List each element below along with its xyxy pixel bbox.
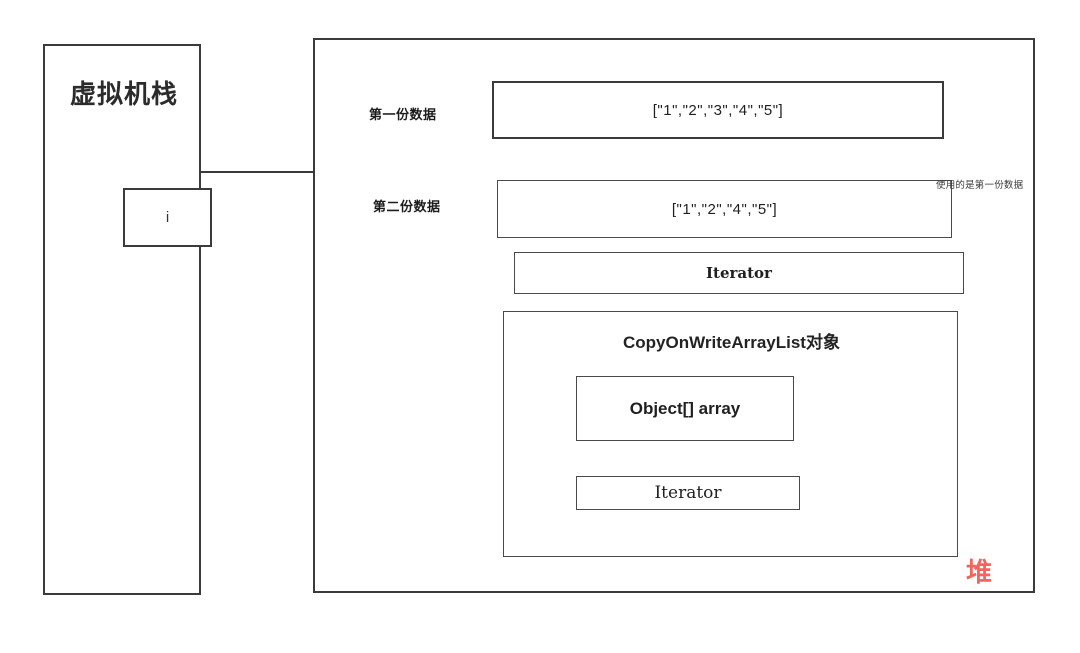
label-first-data: 第一份数据 — [369, 107, 437, 122]
object-array-field-label: Object[] array — [629, 398, 741, 418]
second-data-array-value: ["1","2","4","5"] — [671, 200, 778, 218]
second-data-array-box: ["1","2","4","5"] — [497, 180, 952, 238]
label-second-data: 第二份数据 — [373, 199, 441, 214]
copyonwritearraylist-object-title: CopyOnWriteArrayList对象 — [623, 333, 840, 352]
outer-iterator-label: Iterator — [706, 264, 772, 282]
outer-iterator-box: Iterator — [514, 252, 964, 294]
object-array-field-box: Object[] array — [576, 376, 794, 441]
stack-title: 虚拟机栈 — [69, 79, 178, 109]
inner-iterator-field-label: Iterator — [654, 483, 722, 503]
first-data-array-value: ["1","2","3","4","5"] — [652, 101, 784, 119]
virtual-machine-stack-region: 虚拟机栈 i — [43, 44, 212, 595]
heap-label: 堆 — [966, 557, 994, 587]
inner-iterator-field-box: Iterator — [576, 476, 800, 510]
annotation-uses-first-data: 使用的是第一份数据 — [936, 180, 1024, 191]
stack-variable-i-box: i — [123, 188, 212, 247]
first-data-array-box: ["1","2","3","4","5"] — [492, 81, 944, 139]
stack-variable-i-label: i — [165, 209, 170, 226]
